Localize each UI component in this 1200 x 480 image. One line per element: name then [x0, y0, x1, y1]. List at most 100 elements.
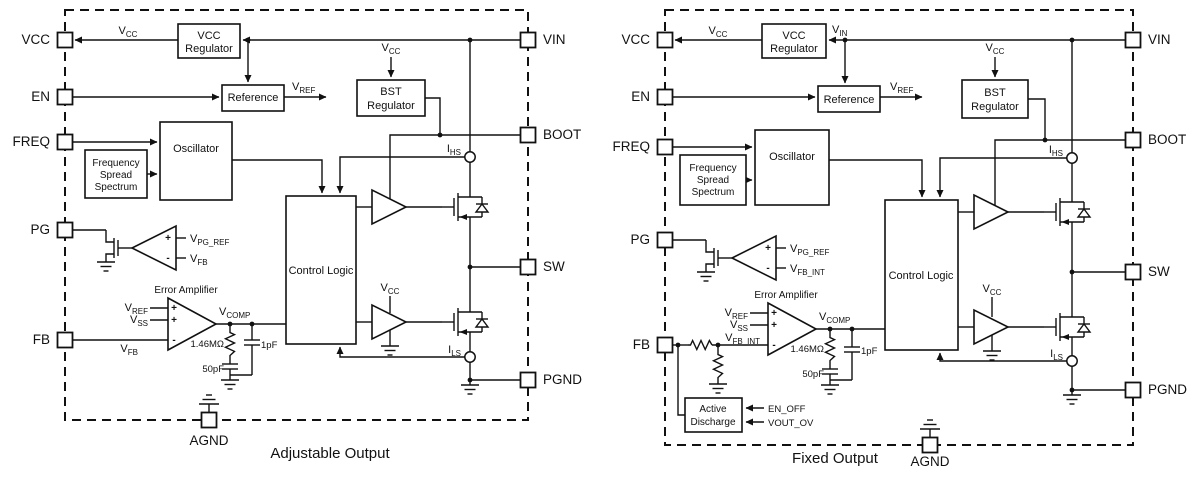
oscillator-label: Oscillator [173, 143, 219, 155]
pin-vin: VIN [519, 31, 566, 49]
ls-driver-ground-symbol [380, 345, 400, 356]
comp-capacitor [221, 363, 239, 370]
adjustable-output-diagram: VCC Regulator Reference BST Regulator Os… [12, 9, 582, 462]
vcc-regulator-block: VCC Regulator [761, 23, 827, 59]
fss-label3: Spectrum [95, 182, 138, 193]
active-discharge-block: Active Discharge [684, 397, 743, 433]
vpg-ref-label: VPG_REF [790, 243, 829, 257]
pin-agnd: AGND [910, 419, 950, 469]
error-amplifier: + + - [167, 296, 218, 352]
vin-net-label: VIN [832, 24, 848, 38]
pin-agnd: AGND [189, 394, 229, 448]
pin-fb-label: FB [633, 337, 650, 352]
bst-regulator-block: BST Regulator [356, 79, 426, 117]
pin-vin: VIN [1124, 31, 1171, 49]
active-discharge-label: Active [699, 404, 727, 415]
pg-comparator: + - [730, 234, 777, 282]
ea-vfb-label: VFB [120, 343, 138, 357]
reference-label: Reference [228, 92, 279, 104]
vcc-regulator-label2: Regulator [185, 43, 233, 55]
fixed-output-diagram: VCC Regulator Reference BST Regulator Os… [612, 9, 1187, 469]
frequency-spread-spectrum-block: Frequency Spread Spectrum [679, 154, 747, 206]
bst-vcc-label: VCC [382, 42, 401, 56]
pin-fb: FB [633, 336, 674, 354]
active-discharge-label2: Discharge [690, 417, 735, 428]
pin-vin-label: VIN [1148, 32, 1171, 47]
ea-minus-sign: - [772, 340, 775, 351]
fss-label2: Spread [100, 170, 132, 181]
ils-label: ILS [448, 344, 461, 358]
ils-label: ILS [1050, 348, 1063, 362]
ea-vss-label: VSS [730, 319, 748, 333]
pin-pgnd-label: PGND [543, 372, 582, 387]
fb-lower-resistor [712, 351, 724, 381]
vpg-ref-label: VPG_REF [190, 233, 229, 247]
feedback-divider [687, 339, 728, 394]
compensation-network [820, 334, 861, 395]
pin-fb-label: FB [33, 332, 50, 347]
low-side-mosfet [1043, 302, 1091, 352]
pin-pgnd-label: PGND [1148, 382, 1187, 397]
agnd-ground-symbol [919, 419, 941, 430]
frequency-spread-spectrum-block: Frequency Spread Spectrum [84, 149, 148, 199]
pin-en: EN [631, 88, 674, 106]
pin-sw: SW [519, 258, 565, 276]
ic-boundary [664, 9, 1134, 446]
ea-plus-sign2: + [171, 315, 177, 326]
pin-agnd-label: AGND [189, 433, 228, 448]
vcc-regulator-block: VCC Regulator [177, 23, 241, 59]
pg-vfb-label: VFB [190, 253, 208, 267]
error-amplifier-title: Error Amplifier [154, 285, 218, 296]
ea-plus-sign2: + [771, 320, 777, 331]
pg-minus-sign: - [166, 253, 169, 264]
wires [72, 36, 521, 413]
ea-vref-label: VREF [125, 302, 148, 316]
ls-driver-vcc-label: VCC [983, 283, 1002, 297]
control-logic-block: Control Logic [285, 195, 357, 345]
feedforward-capacitor [843, 346, 861, 353]
pin-boot: BOOT [1124, 131, 1186, 149]
pin-pgnd: PGND [1124, 381, 1187, 399]
pin-en: EN [31, 88, 74, 106]
pin-vin-label: VIN [543, 32, 566, 47]
en-off-label: EN_OFF [768, 404, 806, 415]
reference-block: Reference [221, 84, 285, 112]
pin-pgnd: PGND [519, 371, 582, 389]
comp-ground-symbol [820, 384, 840, 395]
pin-sw-label: SW [1148, 264, 1170, 279]
comp-capacitor-value: 50pF [802, 369, 824, 380]
vcomp-label: VCOMP [819, 311, 850, 325]
control-logic-label: Control Logic [889, 270, 954, 282]
bst-vcc-label: VCC [986, 42, 1005, 56]
pg-comparator: + - [130, 224, 177, 272]
pin-freq: FREQ [612, 138, 674, 156]
control-logic-block: Control Logic [884, 199, 959, 351]
vcc-net-label: VCC [709, 25, 728, 39]
low-side-mosfet [441, 297, 489, 347]
pin-freq-label: FREQ [12, 134, 50, 149]
vref-net-label: VREF [292, 81, 315, 95]
ea-vfb-int-label: VFB_INT [725, 332, 760, 346]
comp-ground-symbol [220, 379, 240, 390]
fixed-output-caption: Fixed Output [792, 450, 879, 467]
pin-vcc: VCC [21, 31, 74, 49]
fb-ground-symbol [708, 383, 728, 394]
pg-ground-symbol [696, 271, 716, 282]
pin-boot-label: BOOT [1148, 132, 1186, 147]
bst-regulator-label: BST [984, 87, 1006, 99]
pin-boot: BOOT [519, 126, 581, 144]
comp-resistor-value: 1.46MΩ [190, 339, 224, 350]
pin-sw: SW [1124, 263, 1170, 281]
wires [672, 36, 1126, 438]
vcomp-label: VCOMP [219, 306, 250, 320]
power-ground-symbol [460, 384, 480, 395]
ihs-label: IHS [1049, 144, 1063, 158]
ils-current-sense [464, 351, 476, 363]
pg-plus-sign: + [165, 233, 171, 244]
ic-boundary [64, 9, 529, 421]
feedforward-capacitor [243, 339, 261, 346]
error-amplifier-title: Error Amplifier [754, 290, 818, 301]
feedforward-capacitor-value: 1pF [861, 346, 878, 357]
vref-net-label: VREF [890, 81, 913, 95]
pin-sw-label: SW [543, 259, 565, 274]
